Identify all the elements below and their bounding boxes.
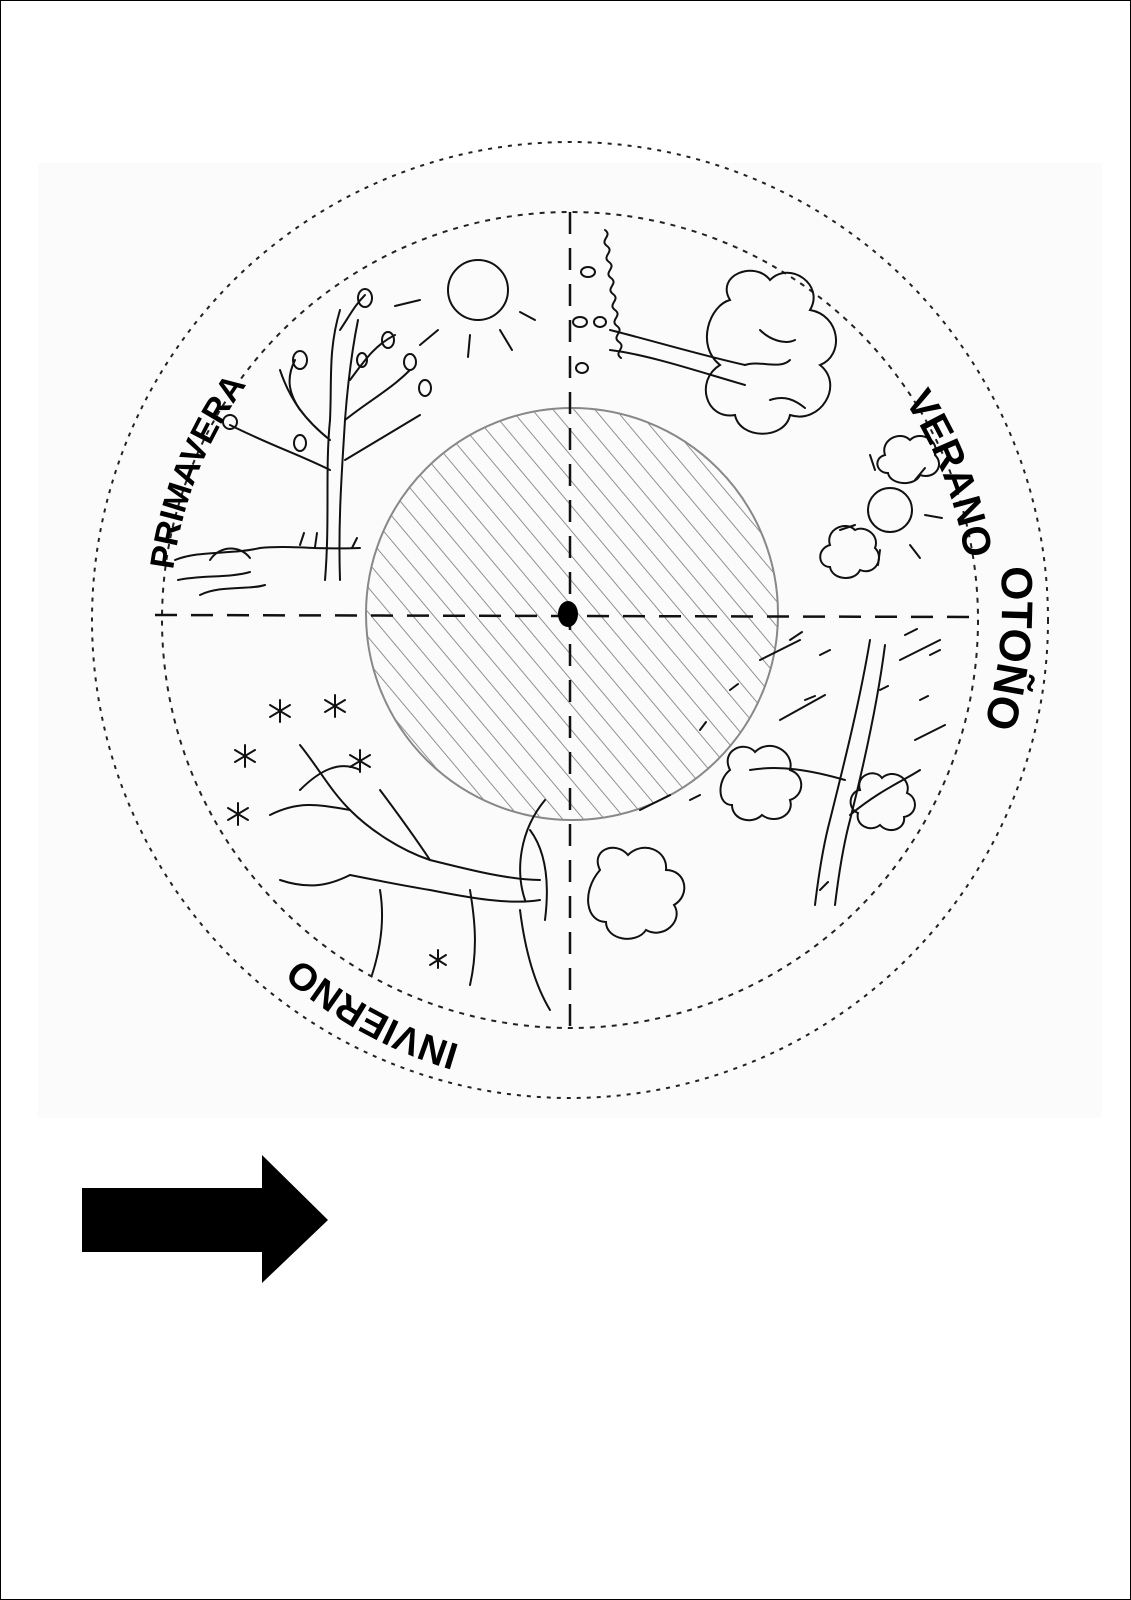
tree-icon bbox=[609, 269, 837, 435]
autumn-illustration bbox=[587, 628, 946, 940]
leaf-cluster bbox=[849, 772, 916, 832]
spring-illustration bbox=[174, 259, 536, 596]
tree-icon bbox=[269, 744, 551, 1011]
winter-illustration bbox=[227, 694, 551, 1011]
sun-icon bbox=[394, 259, 536, 358]
leaf-cluster bbox=[719, 745, 803, 822]
center-pin bbox=[558, 601, 578, 627]
grass-strip bbox=[603, 229, 623, 359]
tree-icon bbox=[174, 288, 432, 596]
leaf-cluster bbox=[587, 846, 686, 940]
cloud-icon bbox=[876, 435, 940, 484]
snowflake-icon bbox=[227, 694, 447, 969]
sun-icon bbox=[839, 454, 943, 566]
inner-cut-line bbox=[161, 211, 979, 1029]
outer-cut-line bbox=[91, 141, 1049, 1099]
summer-illustration bbox=[572, 229, 943, 579]
cloud-icon bbox=[819, 525, 880, 579]
